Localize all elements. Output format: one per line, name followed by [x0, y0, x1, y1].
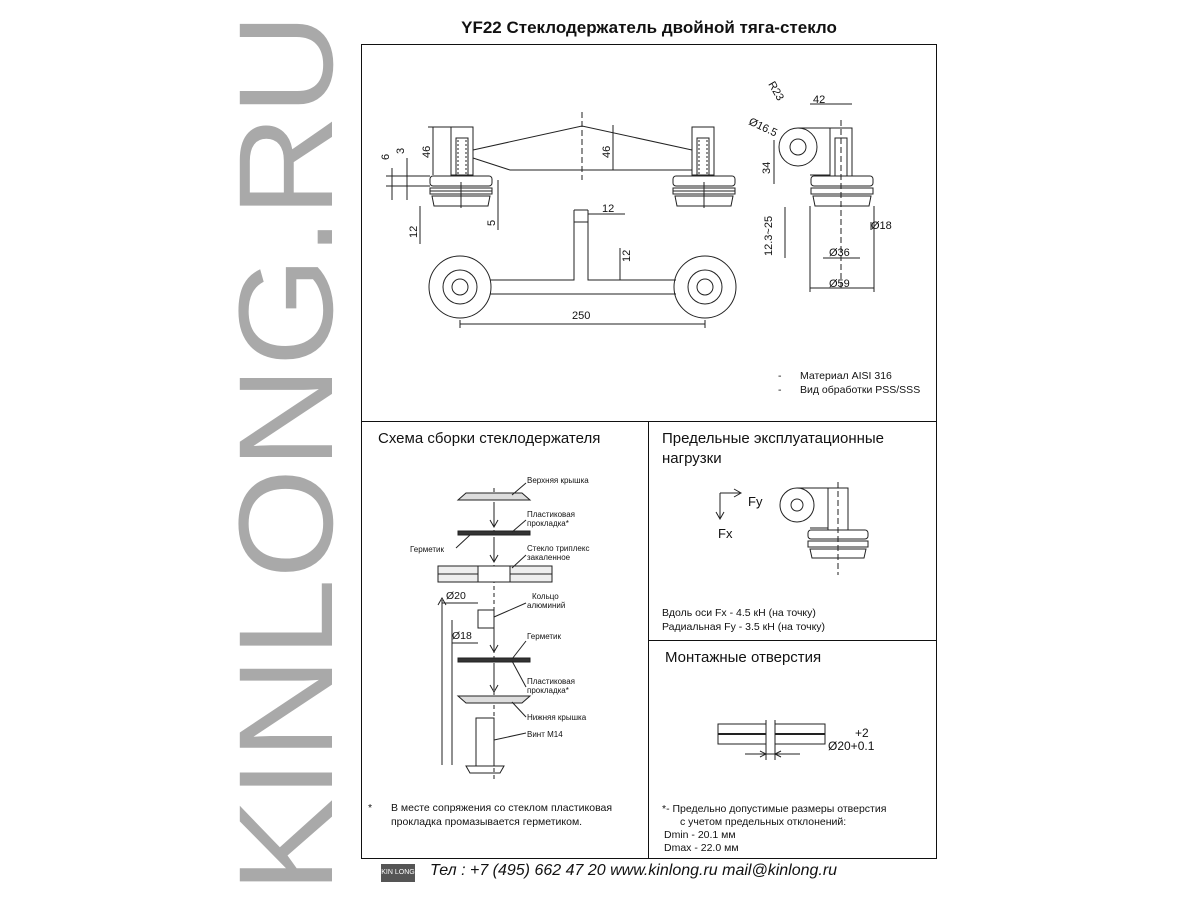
divider-horizontal [361, 421, 937, 422]
holes-note1: *- Предельно допустимые размеры отверсти… [662, 803, 887, 815]
note-dash-1: - [778, 370, 782, 382]
drawing-sheet [361, 44, 937, 859]
label-d20: Ø20 [446, 590, 466, 602]
label-sealant-2: Герметик [527, 632, 562, 641]
dim-r23: R23 [765, 80, 785, 103]
loads-title-2: нагрузки [662, 450, 722, 467]
holes-note2: с учетом предельных отклонений: [680, 816, 847, 828]
loads-diagram [715, 482, 869, 575]
dim-3: 3 [395, 148, 407, 154]
dim-34: 34 [761, 162, 773, 174]
holes-diagram [717, 720, 826, 760]
watermark: KINLONG.RU [212, 13, 355, 893]
label-screw: Винт М14 [527, 730, 563, 739]
dim-5: 5 [486, 220, 498, 226]
label-glass-b: закаленное [527, 553, 571, 562]
label-ring-b: алюминий [527, 601, 566, 610]
kinlong-logo: KIN LONG [381, 864, 415, 882]
footnote-mark: * [368, 802, 373, 814]
dim-46-mid: 46 [601, 146, 613, 158]
dim-12-right: 12 [621, 250, 633, 262]
dim-d59: Ø59 [829, 278, 850, 290]
page-title: YF22 Стеклодержатель двойной тяга-стекло [461, 18, 837, 37]
assembly-title: Схема сборки стеклодержателя [378, 430, 601, 447]
label-plastic-gasket-2: Пластиковая [527, 677, 575, 686]
footnote-line2: прокладка промазывается герметиком. [391, 816, 583, 828]
assembly-diagram [437, 482, 553, 780]
label-plastic-gasket-2b: прокладка* [527, 686, 569, 695]
dim-42: 42 [813, 94, 825, 106]
hole-diameter: Ø20+0.1 [828, 739, 875, 753]
loads-line2: Радиальная Fy - 3.5 кН (на точку) [662, 621, 826, 633]
technical-drawing: 6 3 46 46 12 5 12 12 250 R23 42 Ø16.5 34… [380, 80, 892, 328]
holes-dmax: Dmax - 22.0 мм [664, 842, 739, 854]
label-top-cap: Верхняя крышка [527, 476, 589, 485]
label-plastic-gasket-1b: прокладка* [527, 519, 569, 528]
holes-title: Монтажные отверстия [665, 649, 822, 666]
force-fy: Fy [748, 494, 763, 509]
footer-contacts: Тел : +7 (495) 662 47 20 www.kinlong.ru … [430, 862, 838, 879]
dim-d18: Ø18 [871, 220, 892, 232]
label-ring: Кольцо [532, 592, 559, 601]
dim-12-left: 12 [408, 226, 420, 238]
dim-12-top: 12 [602, 203, 614, 215]
label-glass: Стекло триплекс [527, 544, 590, 553]
hole-tolerance: +2 [855, 726, 869, 740]
note-dash-2: - [778, 384, 782, 396]
label-bottom-cap: Нижняя крышка [527, 713, 587, 722]
watermark-text: KINLONG.RU [212, 13, 355, 893]
dim-d36: Ø36 [829, 247, 850, 259]
dim-46-left: 46 [421, 146, 433, 158]
footnote-line1: В месте сопряжения со стеклом пластикова… [391, 802, 613, 814]
loads-title-1: Предельные эксплуатационные [662, 430, 885, 447]
label-d18: Ø18 [452, 630, 472, 642]
holes-dmin: Dmin - 20.1 мм [664, 829, 736, 841]
dim-d16-5: Ø16.5 [747, 116, 779, 140]
label-sealant-1: Герметик [410, 545, 445, 554]
force-fx: Fx [718, 526, 733, 541]
dim-250: 250 [572, 310, 590, 322]
dim-12-3-25: 12.3~25 [763, 216, 775, 256]
note-material: Материал AISI 316 [800, 370, 892, 382]
divider-right [648, 640, 937, 641]
dim-6: 6 [380, 154, 392, 160]
label-plastic-gasket-1: Пластиковая [527, 510, 575, 519]
note-finish: Вид обработки PSS/SSS [800, 384, 921, 396]
loads-line1: Вдоль оси Fx - 4.5 кН (на точку) [662, 607, 816, 619]
